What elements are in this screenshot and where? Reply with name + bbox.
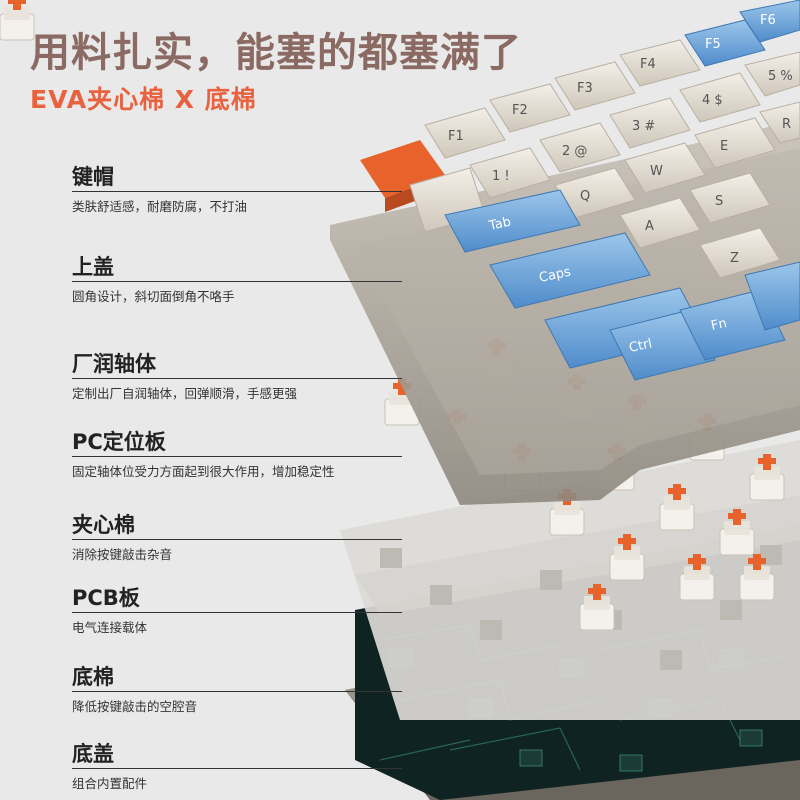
key-label-caps: Caps (538, 265, 573, 286)
layer-title: 底棉 (72, 665, 114, 689)
layer-switches: 厂润轴体 定制出厂自润轴体，回弹顺滑，手感更强 (72, 352, 402, 402)
keycaps: F1 F2 F3 F4 F5 F6 1 ! 2 @ 3 # 4 $ 5 % Q … (360, 0, 800, 381)
layer-desc: 电气连接载体 (72, 620, 148, 635)
key-label-q: Q (580, 189, 590, 204)
lubed-switches (0, 0, 785, 631)
layer-bottom-case: 底盖 组合内置配件 (72, 742, 402, 792)
leader-line (72, 378, 402, 379)
key-label-f5: F5 (705, 37, 721, 52)
key-label-a: A (645, 219, 654, 234)
layer-title: 键帽 (72, 165, 114, 189)
leader-line (72, 691, 402, 692)
layer-pcb: PCB板 电气连接载体 (72, 586, 402, 636)
key-label-f1: F1 (448, 129, 464, 144)
layer-desc: 降低按键敲击的空腔音 (72, 699, 198, 714)
layer-title: 底盖 (72, 742, 114, 766)
leader-line (72, 281, 402, 282)
key-label-z: Z (730, 251, 739, 266)
layer-top-case: 上盖 圆角设计，斜切面倒角不咯手 (72, 255, 402, 305)
leader-line (72, 456, 402, 457)
key-label-f4: F4 (640, 57, 656, 72)
layer-desc: 消除按键敲击杂音 (72, 547, 173, 562)
subline: EVA夹心棉 X 底棉 (30, 85, 257, 114)
key-label-f2: F2 (512, 103, 528, 118)
key-label-5: 5 % (768, 69, 793, 84)
layer-desc: 圆角设计，斜切面倒角不咯手 (72, 289, 235, 304)
layer-desc: 固定轴体位受力方面起到很大作用，增加稳定性 (72, 464, 335, 479)
layer-keycap: 键帽 类肤舒适感，耐磨防腐，不打油 (72, 165, 402, 215)
tab-keycap (444, 189, 581, 253)
layer-desc: 定制出厂自润轴体，回弹顺滑，手感更强 (72, 386, 298, 401)
key-label-4: 4 $ (702, 93, 723, 108)
headline: 用料扎实，能塞的都塞满了 (30, 30, 522, 76)
layer-title: PCB板 (72, 586, 140, 610)
key-label-tab: Tab (487, 215, 513, 234)
key-label-w: W (650, 164, 663, 179)
layer-bottom-foam: 底棉 降低按键敲击的空腔音 (72, 665, 402, 715)
layer-title: PC定位板 (72, 430, 166, 454)
key-label-ctrl: Ctrl (628, 336, 654, 355)
key-label-e: E (720, 139, 728, 154)
layer-title: 夹心棉 (72, 513, 135, 537)
leader-line (72, 768, 402, 769)
layer-desc: 类肤舒适感，耐磨防腐，不打油 (72, 199, 248, 214)
leader-line (72, 539, 402, 540)
layer-title: 厂润轴体 (72, 352, 156, 376)
key-label-f6: F6 (760, 13, 776, 28)
key-label-fn: Fn (710, 316, 728, 334)
layer-pc-plate: PC定位板 固定轴体位受力方面起到很大作用，增加稳定性 (72, 430, 402, 480)
key-label-f3: F3 (577, 81, 593, 96)
leader-line (72, 191, 402, 192)
leader-line (72, 612, 402, 613)
key-label-3: 3 # (632, 119, 655, 134)
key-label-r: R (782, 117, 791, 132)
key-label-s: S (715, 194, 723, 209)
key-label-1: 1 ! (492, 169, 510, 184)
key-label-2: 2 @ (562, 144, 587, 159)
layer-desc: 组合内置配件 (72, 776, 148, 791)
caps-keycap (489, 232, 651, 309)
layer-sandwich-foam: 夹心棉 消除按键敲击杂音 (72, 513, 402, 563)
layer-title: 上盖 (72, 255, 114, 279)
